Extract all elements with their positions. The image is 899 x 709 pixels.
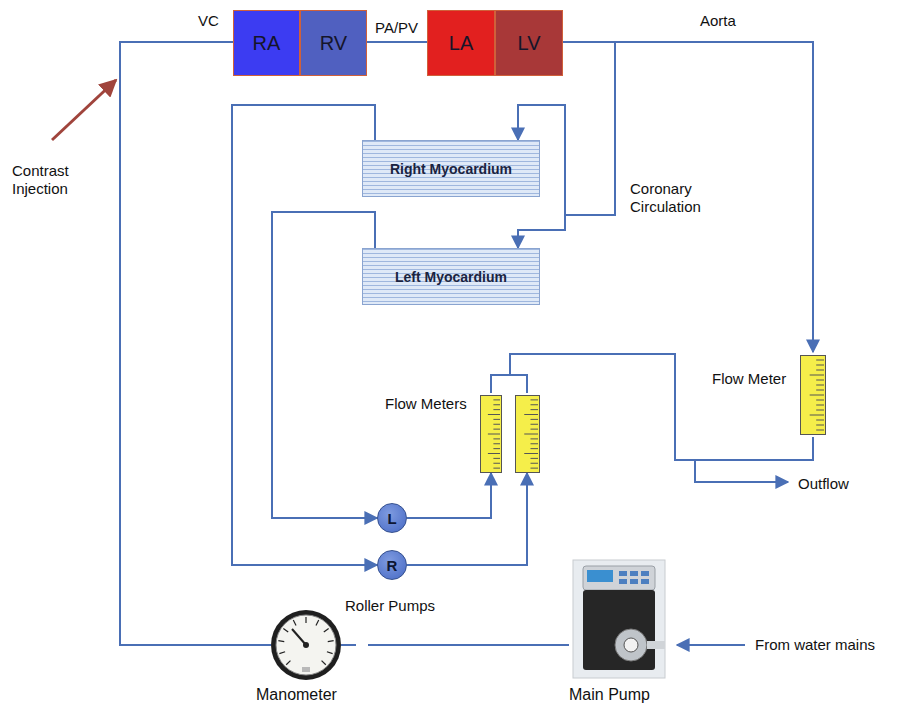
myocardium-block: Right Myocardium: [362, 140, 540, 197]
node-text: Flow Meter: [712, 370, 830, 387]
callout-label: Contrast Injection: [12, 162, 82, 198]
ventricle-box: LV: [495, 10, 563, 76]
flow-meter-scale: [800, 355, 826, 435]
atrium-box: RA: [233, 10, 300, 76]
flow-meter-scale: [480, 395, 502, 473]
atrium-box: LA: [427, 10, 495, 76]
flow-line: [368, 644, 569, 646]
node-text: L: [387, 510, 396, 527]
flow-line: [232, 105, 377, 565]
flow-line: [563, 42, 813, 352]
roller-pump: R: [377, 550, 407, 580]
node-text: LV: [518, 32, 541, 55]
node-text: R: [387, 557, 398, 574]
node-text: RA: [253, 32, 281, 55]
node-text: Manometer: [256, 686, 368, 704]
flow-meter-pair: Flow Meters: [385, 393, 542, 473]
node-text: Main Pump: [569, 686, 681, 704]
flow-line: [120, 42, 256, 645]
flow-line: [367, 41, 427, 43]
flow-label: From water mains: [755, 636, 875, 653]
water-inlet-arrow: [677, 644, 745, 646]
vessel-label: VC: [198, 12, 219, 29]
vessel-label: Coronary Circulation: [630, 180, 730, 216]
edge-label: PA/PV: [373, 19, 420, 36]
node-text: Left Myocardium: [391, 269, 511, 285]
pressure-gauge: [256, 608, 356, 684]
flow-meter: Flow Meter: [712, 352, 830, 437]
flow-meter-scale: [515, 395, 540, 473]
flow-label: Outflow: [798, 475, 849, 492]
node-text: LA: [449, 32, 473, 55]
node-text: Right Myocardium: [386, 161, 516, 177]
vessel-label: Aorta: [700, 12, 736, 29]
pump-illustration: [569, 558, 669, 682]
manometer: Manometer: [256, 608, 368, 706]
myocardium-block: Left Myocardium: [362, 248, 540, 305]
component-label: Roller Pumps: [345, 597, 435, 614]
node-text: RV: [320, 32, 347, 55]
main-pump: Main Pump: [569, 558, 681, 706]
flow-line: [407, 473, 527, 565]
roller-pump: L: [377, 503, 407, 533]
outflow-arrow: [695, 460, 788, 482]
node-text: Flow Meters: [385, 395, 542, 412]
ventricle-box: RV: [300, 10, 367, 76]
contrast-arrow: [52, 80, 116, 140]
flow-line: [407, 473, 491, 518]
